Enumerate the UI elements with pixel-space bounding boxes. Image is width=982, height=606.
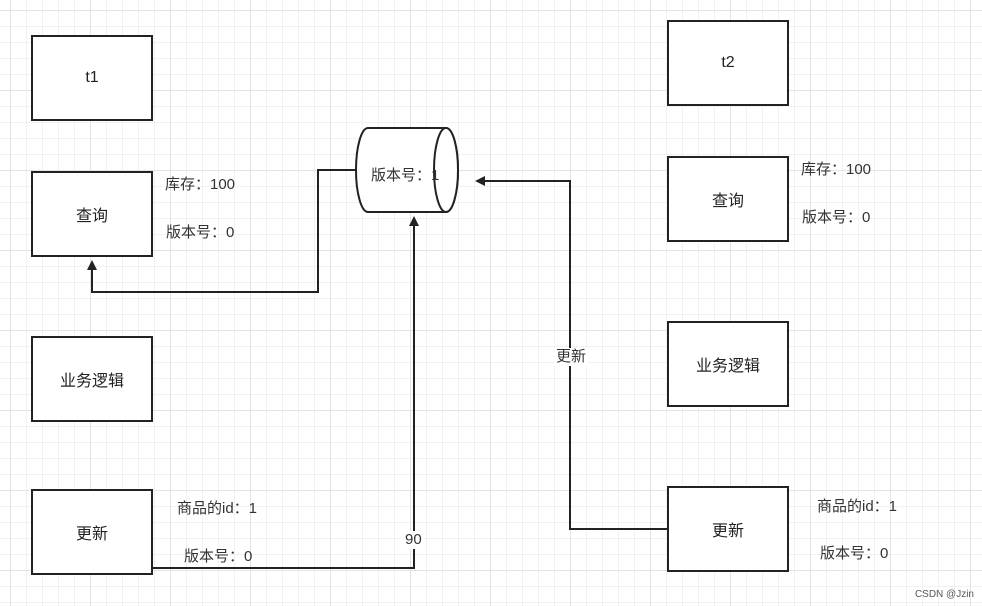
t2-version-label: 版本号：0	[802, 209, 871, 226]
t1-product-id-label: 商品的id：1	[177, 500, 258, 517]
t1-logic-box: 业务逻辑	[31, 336, 153, 422]
t2-logic-box: 业务逻辑	[667, 321, 789, 407]
t2-title-box: t2	[667, 20, 789, 106]
t2-product-id-label: 商品的id：1	[817, 498, 898, 515]
t2-update-label: 更新	[711, 523, 744, 540]
t1-edge-value: 90	[403, 531, 424, 549]
t1-update-version-label: 版本号：0	[184, 548, 253, 565]
t1-logic-label: 业务逻辑	[59, 373, 124, 390]
t1-update-label: 更新	[75, 526, 108, 543]
t2-query-label: 查询	[711, 193, 744, 210]
t1-stock-label: 库存：100	[165, 176, 236, 193]
t1-query-label: 查询	[75, 208, 108, 225]
t1-title: t1	[85, 69, 99, 86]
t1-update-box: 更新	[31, 489, 153, 575]
watermark: CSDN @Jzin	[914, 589, 974, 600]
t2-logic-label: 业务逻辑	[695, 358, 760, 375]
connector-db-to-t1-query	[87, 169, 356, 293]
t1-title-box: t1	[31, 35, 153, 121]
db-version-label: 版本号：1	[371, 167, 440, 184]
t1-query-box: 查询	[31, 171, 153, 257]
t2-update-version-label: 版本号：0	[820, 545, 889, 562]
t2-edge-label: 更新	[554, 348, 589, 366]
database-cylinder	[355, 127, 459, 213]
t2-title: t2	[721, 54, 735, 71]
t1-version-label: 版本号：0	[166, 224, 235, 241]
t2-update-box: 更新	[667, 486, 789, 572]
t2-stock-label: 库存：100	[801, 161, 872, 178]
t2-query-box: 查询	[667, 156, 789, 242]
